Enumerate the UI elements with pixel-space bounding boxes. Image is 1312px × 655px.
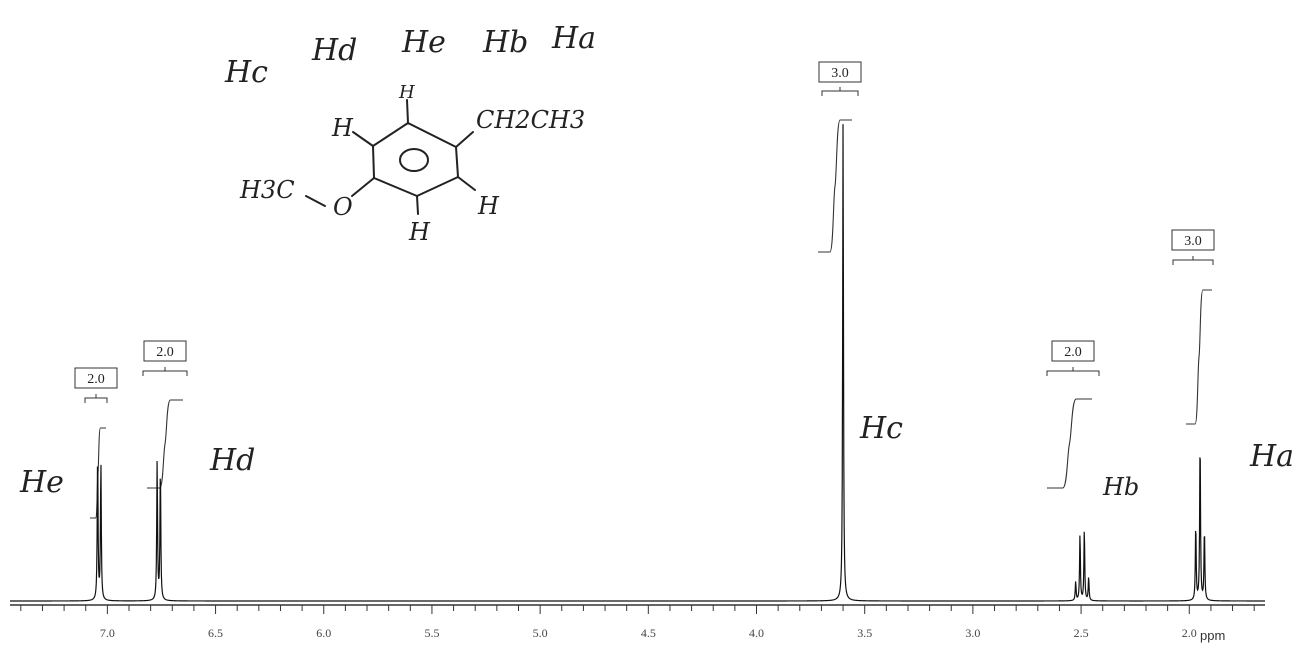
tick-label: 6.0: [316, 626, 331, 640]
peak-label-hb: Hb: [1102, 473, 1139, 501]
bond-left-h: [352, 131, 374, 147]
peak-label-he: He: [19, 465, 64, 500]
integral-box: [818, 61, 862, 83]
bond-top-h: [406, 99, 409, 124]
integral-bracket: [1172, 256, 1214, 265]
integral-value: 2.0: [87, 372, 105, 387]
ring-h-top: H: [398, 82, 415, 103]
integral-bracket: [142, 367, 188, 376]
bond-bottom-h: [416, 195, 419, 215]
axis-unit-label: ppm: [1200, 628, 1225, 643]
integral-bracket: [84, 394, 108, 403]
axis-ticks: 7.0 6.5 6.0 5.5 5.0 4.5 4.0 3.5 3.0 2.5 2.0: [20, 605, 1255, 640]
methoxy-carbon: H3C: [239, 176, 295, 204]
structure-label-hd: Hd: [311, 33, 357, 68]
integral-box: [1051, 340, 1095, 362]
bond-methyl: [305, 195, 326, 207]
structure-label-hc: Hc: [224, 55, 268, 90]
integral-bracket: [1046, 367, 1100, 376]
structure-label-he: He: [401, 25, 446, 60]
benzene-ring: [372, 122, 459, 197]
spectrum-trace: [10, 124, 1265, 602]
integral-curve: [818, 119, 852, 253]
integral-value: 2.0: [1064, 345, 1082, 360]
integral-value: 3.0: [1184, 234, 1202, 249]
ring-h-right: H: [477, 192, 500, 220]
tick-label: 5.0: [533, 626, 548, 640]
peak-labels: He Hd Hc Hb Ha: [19, 411, 1294, 501]
structure-label-ha: Ha: [551, 21, 596, 56]
molecule-drawing: [305, 99, 476, 215]
integral-box: [1171, 229, 1215, 251]
molecule-labels: H H CH2CH3 H H O H3C: [239, 82, 585, 246]
tick-label: 3.0: [965, 626, 980, 640]
tick-label: 4.5: [641, 626, 656, 640]
ring-h-bottom: H: [408, 218, 431, 246]
bond-ethyl: [455, 131, 474, 148]
integral-value: 3.0: [831, 66, 849, 81]
tick-label: 4.0: [749, 626, 764, 640]
integral-box: [74, 367, 118, 389]
bond-right-h: [457, 176, 476, 191]
integral-bracket: [821, 87, 859, 96]
integral-curve: [1047, 398, 1092, 489]
bond-oxygen: [351, 177, 375, 197]
ethyl-substituent: CH2CH3: [476, 106, 585, 134]
tick-label: 7.0: [100, 626, 115, 640]
integral-value: 2.0: [156, 345, 174, 360]
tick-label: 5.5: [424, 626, 439, 640]
peak-label-hc: Hc: [859, 411, 903, 446]
integral-curve: [1186, 289, 1212, 425]
methoxy-oxygen: O: [333, 193, 353, 221]
tick-label: 6.5: [208, 626, 223, 640]
integral-box: [143, 340, 187, 362]
structure-label-hb: Hb: [482, 25, 528, 60]
integral-curve: [147, 399, 183, 489]
tick-label: 2.5: [1074, 626, 1089, 640]
integrals-layer: 2.0 2.0 3.0 2.0 3.0: [74, 61, 1215, 519]
tick-label: 3.5: [857, 626, 872, 640]
peak-label-hd: Hd: [209, 443, 255, 478]
tick-label: 2.0: [1182, 626, 1197, 640]
structure-labels: Hc Hd He Hb Ha: [224, 21, 596, 90]
ring-h-left: H: [331, 114, 354, 142]
peak-label-ha: Ha: [1249, 439, 1294, 474]
aromatic-circle: [399, 148, 429, 172]
